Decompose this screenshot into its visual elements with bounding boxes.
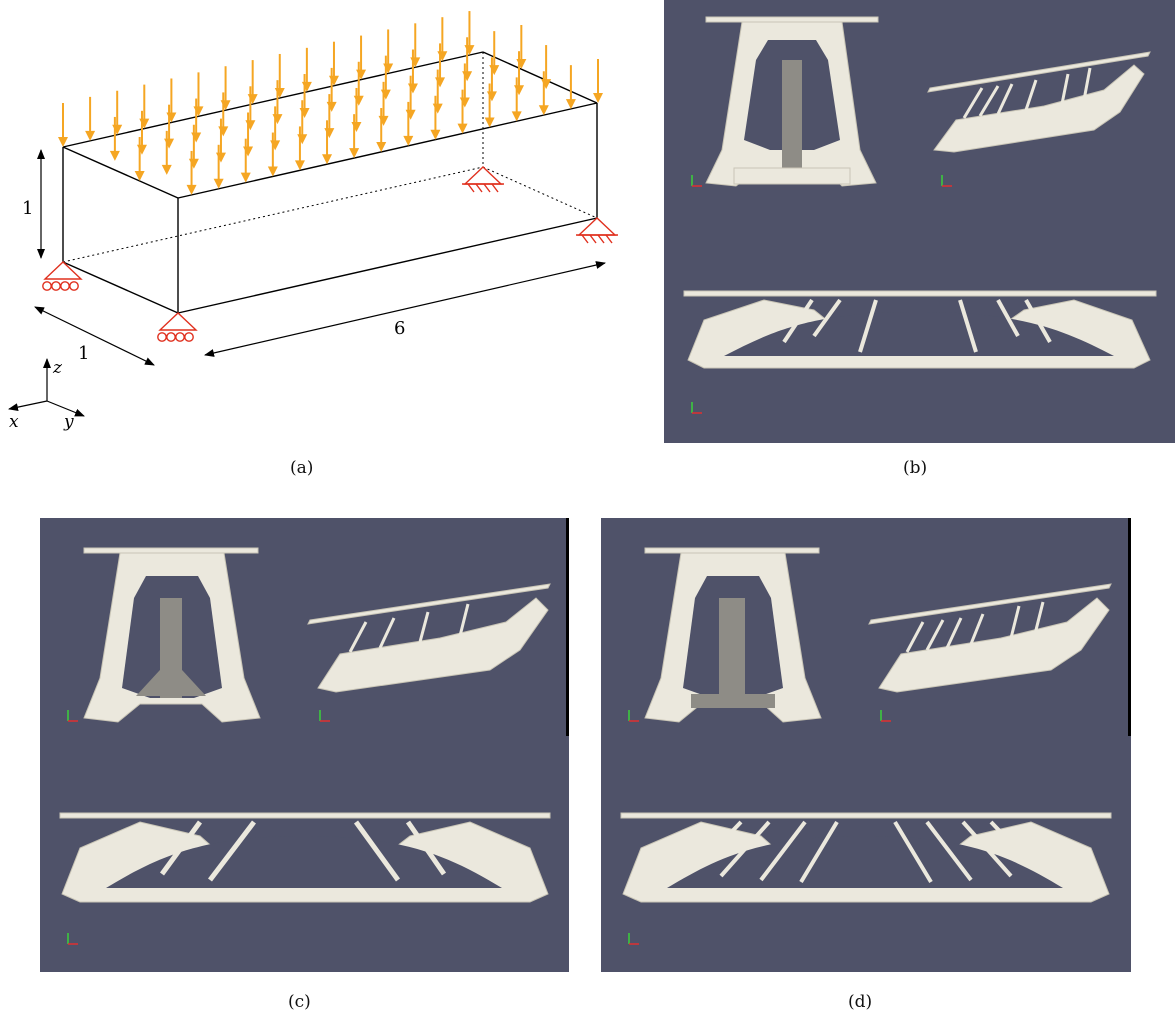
topology-views-c <box>59 547 551 945</box>
side-view <box>620 812 1112 903</box>
load-arrow-head <box>538 105 549 116</box>
axis-triad: z x y <box>8 358 85 432</box>
load-arrow-head <box>161 164 172 175</box>
caption-c: (c) <box>288 992 311 1012</box>
load-arrow-head <box>380 89 391 100</box>
dimension-length-label: 6 <box>394 318 405 339</box>
view-orientation-widget <box>67 710 330 945</box>
render-panel-c <box>40 518 569 972</box>
front-view <box>83 547 261 723</box>
caption-d: (d) <box>848 992 873 1012</box>
load-arrow-head <box>218 126 229 137</box>
load-arrow-head <box>240 172 251 183</box>
front-view <box>705 16 879 187</box>
pinned-support-2 <box>576 217 618 244</box>
front-view <box>644 547 822 723</box>
load-arrow-head <box>85 130 96 141</box>
load-arrow-head <box>403 135 414 146</box>
topology-views-d <box>620 547 1112 945</box>
render-panel-d <box>601 518 1131 972</box>
load-arrow-head <box>593 93 603 103</box>
load-arrow-head <box>164 138 175 149</box>
load-arrow-head <box>435 77 446 88</box>
load-arrow-head <box>324 128 335 139</box>
load-arrow-head <box>136 144 147 155</box>
load-arrow-head <box>215 152 226 163</box>
caption-b: (b) <box>903 458 928 478</box>
axis-x-label: x <box>9 412 19 432</box>
load-arrow-head <box>322 154 333 165</box>
load-arrow-head <box>270 140 281 151</box>
load-arrow-head <box>486 91 497 102</box>
load-case-diagram: 1 1 6 z x y <box>8 11 618 432</box>
load-arrow-head <box>353 95 364 106</box>
load-arrow-head <box>297 134 308 145</box>
load-arrow-head <box>243 146 254 157</box>
axis-z-label: z <box>52 358 63 378</box>
load-arrow-head <box>326 101 337 112</box>
load-arrow-head <box>511 111 522 122</box>
load-arrow-head <box>489 65 500 76</box>
load-arrow-head <box>541 79 552 90</box>
axis-y-label: y <box>63 412 74 432</box>
pinned-support-1 <box>462 166 504 193</box>
load-arrow-head <box>378 115 389 126</box>
dimension-height: 1 <box>22 149 45 259</box>
load-arrow-head <box>272 114 283 125</box>
render-panel-b <box>664 0 1175 443</box>
load-arrow-head <box>405 109 416 120</box>
load-arrow-head <box>267 166 278 177</box>
load-arrow-head <box>188 158 199 169</box>
load-arrow-head <box>134 171 145 181</box>
load-arrow-head <box>294 160 305 171</box>
panel-c-edge-bar <box>566 518 569 736</box>
load-arrow-head <box>191 132 202 143</box>
hidden-edges <box>62 52 598 263</box>
load-arrow-head <box>376 142 387 153</box>
side-view <box>683 290 1157 369</box>
load-arrow-head <box>407 83 418 94</box>
view-orientation-widget <box>628 710 891 945</box>
load-arrow-head <box>349 148 360 159</box>
load-arrow-head <box>58 137 68 147</box>
load-arrow-head <box>565 99 576 110</box>
side-view <box>59 812 551 903</box>
distributed-load <box>58 11 603 195</box>
panel-d-edge-bar <box>1128 518 1131 736</box>
caption-a: (a) <box>290 458 314 478</box>
load-arrow-head <box>459 97 470 108</box>
dimension-height-label: 1 <box>22 198 33 219</box>
load-arrow-head <box>430 129 441 140</box>
load-arrow-head <box>213 178 224 189</box>
load-arrow-head <box>432 103 443 114</box>
load-arrow-head <box>299 108 310 119</box>
perspective-view <box>927 51 1151 153</box>
topology-views-b <box>683 16 1157 414</box>
load-arrow-head <box>484 117 495 128</box>
load-arrow-head <box>245 120 256 131</box>
dimension-length: 6 <box>204 261 606 357</box>
load-arrow-head <box>351 121 362 132</box>
dimension-width: 1 <box>34 306 155 366</box>
load-arrow-head <box>109 150 120 161</box>
view-orientation-widget <box>691 175 952 414</box>
load-arrow-head <box>457 123 468 134</box>
load-arrow-head <box>514 85 525 96</box>
load-arrow-head <box>186 184 197 195</box>
dimension-width-label: 1 <box>78 343 89 364</box>
roller-support-1 <box>42 261 83 291</box>
roller-support-2 <box>157 312 198 342</box>
perspective-view <box>868 583 1112 693</box>
perspective-view <box>307 583 551 693</box>
load-arrow-head <box>462 71 473 82</box>
